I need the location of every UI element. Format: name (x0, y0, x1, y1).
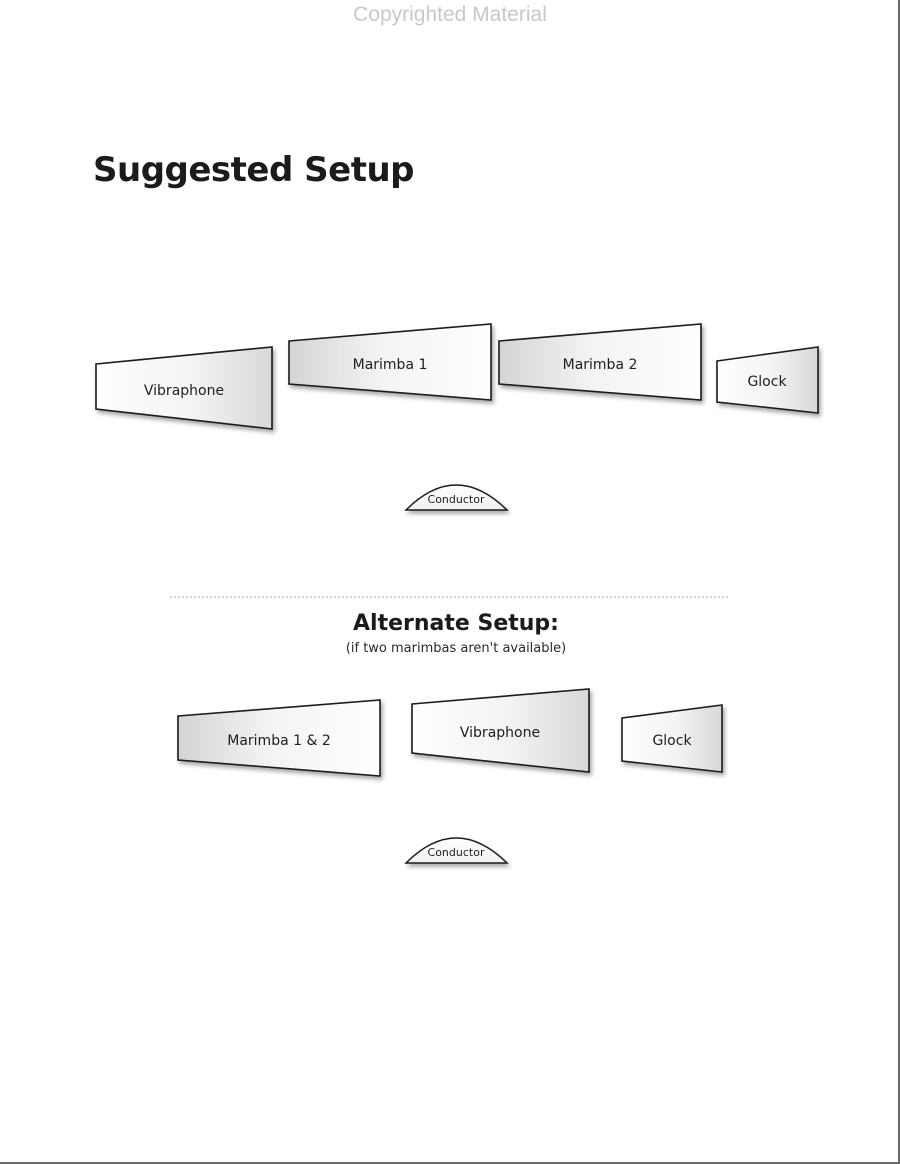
instrument-glock: Glock (621, 704, 723, 773)
watermark: Copyrighted Material (353, 3, 547, 26)
conductor-podium: Conductor (404, 837, 509, 864)
page-edge-right (898, 0, 900, 1164)
instrument-label: Marimba 1 (353, 357, 428, 373)
section-divider (170, 596, 728, 598)
page-title: Suggested Setup (93, 150, 415, 190)
page-edge-bottom (0, 1162, 900, 1164)
alternate-setup-note: (if two marimbas aren't available) (345, 641, 567, 656)
conductor-podium: Conductor (404, 484, 509, 511)
instrument-marimba-1-2: Marimba 1 & 2 (177, 699, 381, 777)
instrument-label: Glock (747, 374, 787, 390)
conductor-label: Conductor (428, 493, 485, 506)
instrument-label: Glock (652, 733, 692, 749)
instrument-vibraphone: Vibraphone (95, 346, 273, 430)
conductor-label: Conductor (428, 846, 485, 859)
alternate-setup: Marimba 1 & 2 Vibraphone Glock Conductor (177, 688, 723, 864)
instrument-vibraphone: Vibraphone (411, 688, 590, 773)
alternate-setup-title: Alternate Setup: (353, 611, 559, 636)
instrument-label: Marimba 2 (563, 357, 638, 373)
instrument-marimba-2: Marimba 2 (498, 323, 702, 401)
instrument-glock: Glock (716, 346, 819, 414)
instrument-label: Vibraphone (144, 383, 224, 399)
instrument-label: Vibraphone (460, 725, 540, 741)
instrument-label: Marimba 1 & 2 (227, 733, 331, 749)
suggested-setup: Vibraphone Marimba 1 Marimba 2 Glock Con… (95, 323, 819, 511)
instrument-marimba-1: Marimba 1 (288, 323, 492, 401)
